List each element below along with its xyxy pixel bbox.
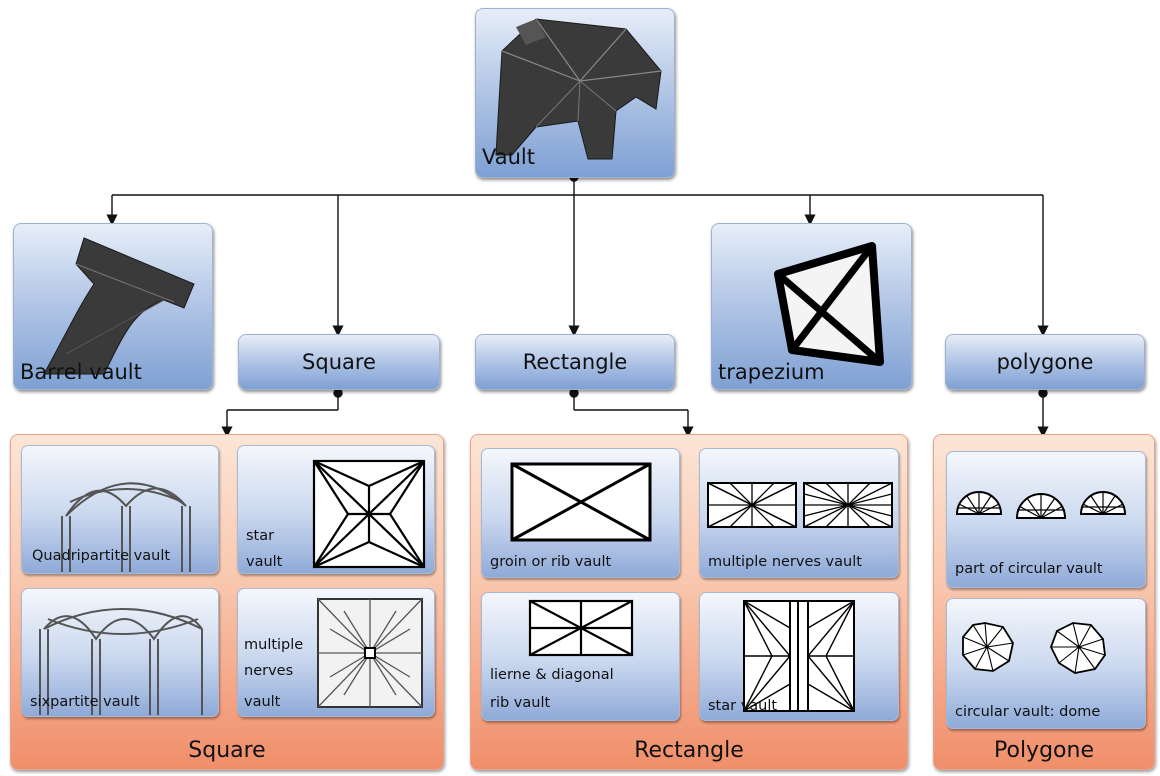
sixpartite-label: sixpartite vault — [30, 694, 140, 710]
card-star-vault-square: star vault — [237, 445, 435, 574]
group-polygone: part of circular vault circular vault: d… — [933, 434, 1155, 770]
card-multiple-nerves-square: multiple nerves vault — [237, 588, 435, 717]
node-rectangle: Rectangle — [475, 334, 675, 390]
node-trapezium: trapezium — [711, 223, 912, 390]
sixpartite-image — [39, 608, 203, 715]
multiple-nerves-square-label-3: vault — [244, 694, 281, 710]
lierne-diagonal-label-2: rib vault — [490, 695, 551, 711]
multiple-nerves-rect-image — [707, 482, 893, 528]
node-barrel-vault: Barrel vault — [13, 223, 213, 390]
star-vault-rect-label: star vault — [708, 698, 778, 714]
trapezium-label: trapezium — [718, 360, 825, 384]
vault-3d-image — [495, 18, 662, 160]
card-lierne-diagonal: lierne & diagonal rib vault — [481, 592, 680, 721]
lierne-diagonal-image — [528, 599, 634, 657]
polygone-label: polygone — [996, 350, 1094, 374]
group-square-title: Square — [188, 738, 266, 763]
multiple-nerves-square-image — [317, 598, 423, 708]
barrel-vault-label: Barrel vault — [20, 360, 142, 384]
group-square: Quadripartite vault star vault — [10, 434, 444, 770]
node-square: Square — [238, 334, 440, 390]
card-multiple-nerves-rect: multiple nerves vault — [699, 448, 899, 578]
part-circular-vault-label: part of circular vault — [955, 561, 1103, 577]
circular-vault-dome-label: circular vault: dome — [955, 704, 1101, 720]
star-vault-square-label-1: star — [246, 528, 275, 544]
star-vault-square-label-2: vault — [246, 554, 283, 570]
rectangle-label: Rectangle — [522, 350, 628, 374]
quadripartite-image — [61, 482, 191, 572]
card-quadripartite: Quadripartite vault — [21, 445, 219, 574]
barrel-vault-image — [43, 237, 195, 375]
groin-rib-vault-label: groin or rib vault — [490, 554, 612, 570]
node-vault: Vault — [475, 8, 675, 178]
group-rectangle-title: Rectangle — [634, 738, 744, 763]
card-circular-vault-dome: circular vault: dome — [946, 598, 1146, 729]
circular-vault-dome-image — [962, 622, 1106, 674]
card-groin-rib-vault: groin or rib vault — [481, 448, 680, 578]
card-part-circular-vault: part of circular vault — [946, 451, 1146, 588]
group-polygone-title: Polygone — [994, 738, 1094, 763]
quadripartite-label: Quadripartite vault — [32, 548, 171, 564]
star-vault-rect-image — [743, 600, 855, 712]
card-sixpartite: sixpartite vault — [21, 588, 219, 717]
multiple-nerves-rect-label: multiple nerves vault — [708, 554, 862, 570]
node-polygone: polygone — [945, 334, 1145, 390]
part-circular-vault-image — [955, 491, 1127, 519]
trapezium-image — [774, 242, 884, 366]
lierne-diagonal-label-1: lierne & diagonal — [490, 667, 614, 683]
multiple-nerves-square-label-1: multiple — [244, 637, 304, 653]
groin-rib-vault-image — [510, 462, 652, 542]
group-rectangle: groin or rib vault multiple nerves vault — [470, 434, 908, 770]
star-vault-square-image — [312, 459, 426, 569]
square-label: Square — [302, 350, 376, 374]
multiple-nerves-square-label-2: nerves — [244, 663, 294, 679]
vault-label: Vault — [482, 145, 535, 169]
card-star-vault-rect: star vault — [699, 592, 899, 721]
